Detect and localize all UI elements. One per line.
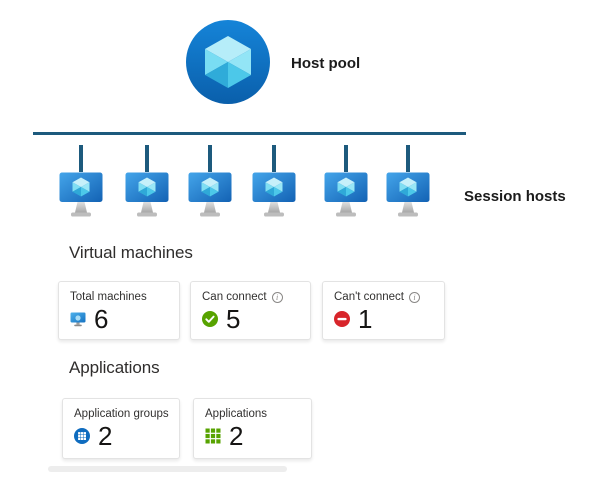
host-pool-label: Host pool bbox=[291, 55, 361, 72]
connector-line bbox=[145, 145, 149, 172]
check-circle-icon bbox=[202, 311, 218, 327]
session-host-monitor-icon bbox=[59, 172, 103, 217]
panel-edge-strip bbox=[48, 466, 287, 472]
connector-line bbox=[344, 145, 348, 172]
connector-trunk-line bbox=[33, 132, 466, 135]
session-host bbox=[386, 145, 430, 219]
session-host bbox=[188, 145, 232, 219]
connector-line bbox=[406, 145, 410, 172]
card-value: 1 bbox=[358, 304, 373, 334]
card-value: 6 bbox=[94, 304, 109, 334]
session-host bbox=[324, 145, 368, 219]
host-pool-icon bbox=[186, 20, 270, 104]
stat-card-applications[interactable]: Applications 2 bbox=[193, 398, 312, 459]
card-label: Application groups bbox=[74, 408, 169, 420]
session-hosts-label: Session hosts bbox=[464, 188, 566, 205]
card-value: 2 bbox=[98, 421, 113, 451]
connector-line bbox=[272, 145, 276, 172]
stat-card-cant-connect[interactable]: Can't connect i 1 bbox=[322, 281, 445, 340]
app-group-circle-icon bbox=[74, 428, 90, 444]
virtual-machines-title: Virtual machines bbox=[69, 243, 193, 262]
session-host-monitor-icon bbox=[386, 172, 430, 217]
card-label: Can connect bbox=[202, 291, 267, 303]
card-label: Can't connect bbox=[334, 291, 404, 303]
connector-line bbox=[79, 145, 83, 172]
connector-line bbox=[208, 145, 212, 172]
session-host-monitor-icon bbox=[324, 172, 368, 217]
session-host bbox=[125, 145, 169, 219]
stat-card-application-groups[interactable]: Application groups 2 bbox=[62, 398, 180, 459]
card-label: Applications bbox=[205, 408, 268, 420]
session-host bbox=[59, 145, 103, 219]
applications-title: Applications bbox=[69, 358, 160, 377]
card-value: 2 bbox=[229, 421, 244, 451]
info-icon[interactable]: i bbox=[408, 292, 420, 303]
blocked-circle-icon bbox=[334, 311, 350, 327]
session-host-monitor-icon bbox=[252, 172, 296, 217]
vm-monitor-icon bbox=[70, 311, 86, 327]
info-icon[interactable]: i bbox=[271, 292, 283, 303]
stat-card-total-machines[interactable]: Total machines 6 bbox=[58, 281, 180, 340]
app-grid-icon bbox=[205, 428, 221, 444]
session-host bbox=[252, 145, 296, 219]
card-label: Total machines bbox=[70, 291, 147, 303]
stat-card-can-connect[interactable]: Can connect i 5 bbox=[190, 281, 311, 340]
card-value: 5 bbox=[226, 304, 241, 334]
session-host-monitor-icon bbox=[125, 172, 169, 217]
session-host-monitor-icon bbox=[188, 172, 232, 217]
